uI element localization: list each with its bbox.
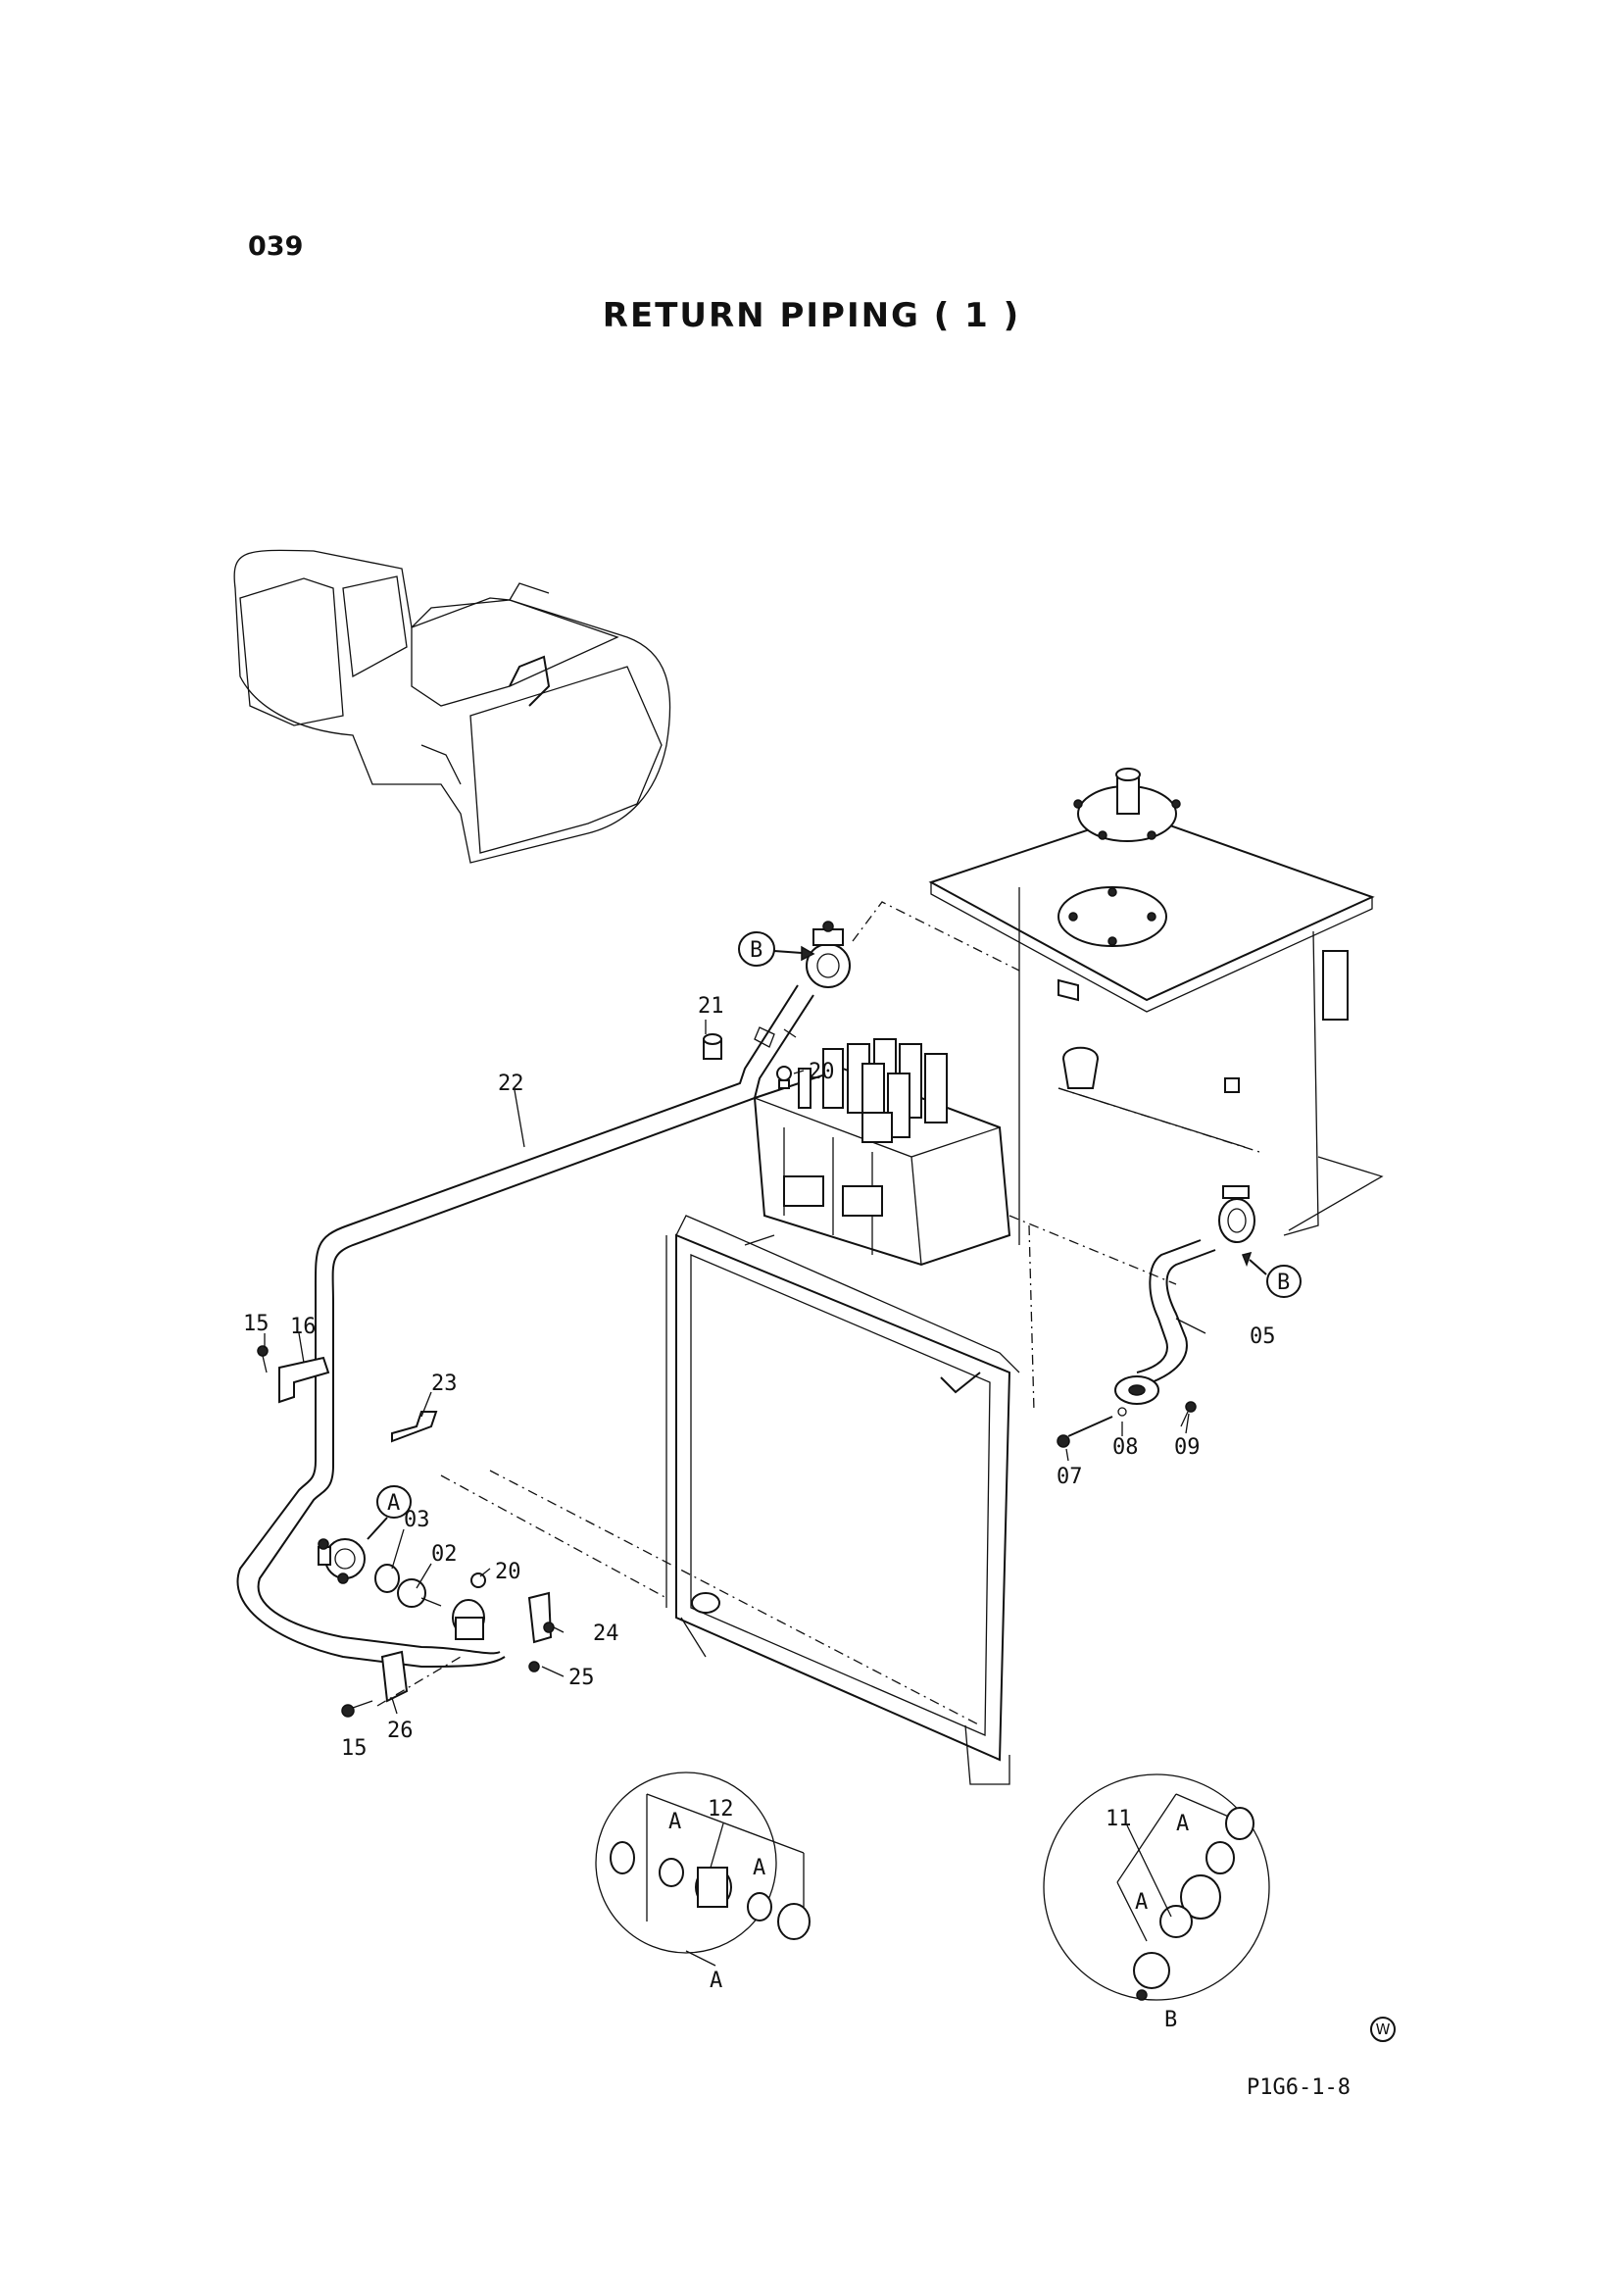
callout-26: 26 (387, 1719, 414, 1743)
page-title: RETURN PIPING ( 1 ) (602, 296, 1021, 335)
detail-b-inner-a1: A (1176, 1812, 1189, 1836)
watermark-symbol: W (1370, 2017, 1396, 2042)
callout-24: 24 (593, 1622, 619, 1646)
callout-12: 12 (708, 1797, 734, 1822)
detail-a-label: A (710, 1969, 722, 1993)
marker-b-upper-label: B (750, 938, 762, 963)
fitting-20-upper (776, 1066, 792, 1089)
clamp-b-upper (806, 921, 851, 988)
detail-b (1043, 1773, 1270, 2001)
washer-08 (1117, 1407, 1127, 1417)
marker-b-upper (738, 931, 815, 967)
clamp-a-group (318, 1538, 486, 1640)
callout-23: 23 (431, 1372, 458, 1396)
callout-15-lower: 15 (341, 1736, 368, 1761)
bolt-07 (1057, 1416, 1113, 1448)
detail-a (595, 1772, 811, 1967)
bracket-24 (527, 1591, 555, 1672)
callout-20-upper: 20 (809, 1060, 835, 1084)
clamp-23 (391, 1411, 438, 1443)
marker-a-label: A (387, 1491, 400, 1516)
callout-16: 16 (290, 1315, 317, 1339)
callout-05: 05 (1250, 1324, 1276, 1349)
callout-02: 02 (431, 1542, 458, 1567)
callout-09: 09 (1174, 1435, 1201, 1460)
detail-a-inner-a1: A (668, 1810, 681, 1834)
marker-a (367, 1485, 412, 1540)
callout-07: 07 (1057, 1465, 1083, 1489)
callout-08: 08 (1112, 1435, 1139, 1460)
callout-03: 03 (404, 1508, 430, 1532)
control-valve (753, 1038, 1011, 1267)
bracket-16 (257, 1345, 330, 1404)
bracket-26 (341, 1650, 409, 1718)
callout-11: 11 (1106, 1807, 1132, 1831)
bolt-09 (1180, 1401, 1197, 1427)
reference-code: P1G6-1-8 (1247, 2075, 1351, 2100)
leader-lines (264, 1020, 1206, 1918)
hose-05 (1114, 1185, 1255, 1405)
detail-b-inner-a2: A (1135, 1890, 1148, 1915)
callout-20-lower: 20 (495, 1560, 521, 1584)
detail-a-inner-a2: A (753, 1856, 765, 1880)
detail-b-label: B (1164, 2008, 1177, 2032)
plug-21 (703, 1033, 722, 1060)
marker-b-lower-label: B (1277, 1271, 1290, 1295)
hydraulic-tank (928, 768, 1384, 1245)
page-number: 039 (248, 231, 304, 262)
return-pipe-22 (236, 984, 814, 1669)
marker-b-lower (1241, 1251, 1302, 1298)
excavator-overview-icon (233, 549, 671, 864)
callout-22: 22 (498, 1072, 524, 1096)
oil-cooler (665, 1215, 1020, 1785)
callout-15-upper: 15 (243, 1312, 270, 1336)
callout-21: 21 (698, 994, 724, 1019)
callout-25: 25 (568, 1666, 595, 1690)
connection-lines (376, 901, 1260, 1726)
